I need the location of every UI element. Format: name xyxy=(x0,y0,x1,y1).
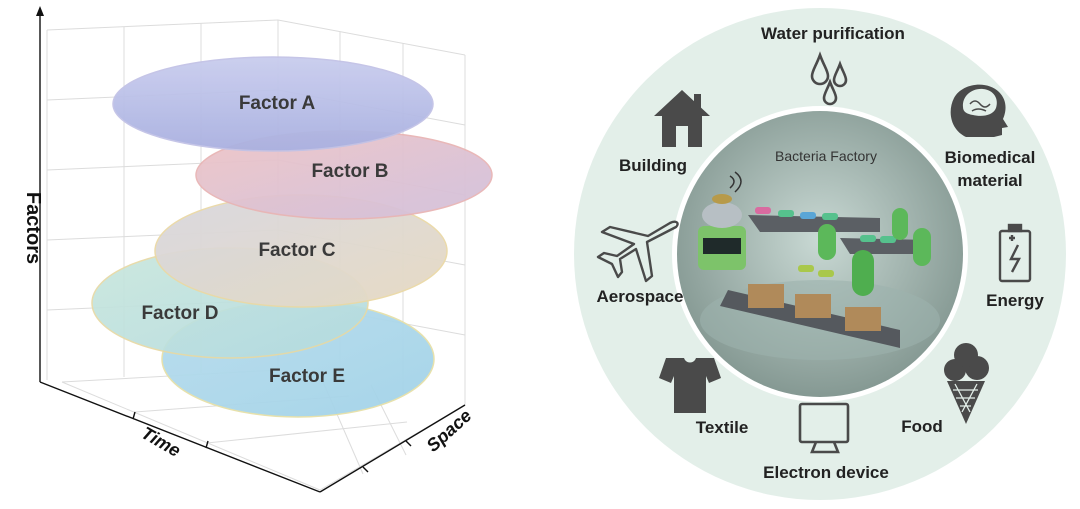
head-brain-icon xyxy=(950,84,1008,137)
ice-cream-icon xyxy=(944,343,989,424)
factor-c-label: Factor C xyxy=(258,240,335,261)
factor-disc-c: Factor C xyxy=(154,194,448,308)
factor-a-label: Factor A xyxy=(239,93,316,114)
y-axis-label: Factors xyxy=(22,192,44,264)
biomedical-label-line2: material xyxy=(957,171,1022,190)
center-label: Bacteria Factory xyxy=(775,148,877,164)
water-drops-icon xyxy=(810,51,848,106)
factory-illustration xyxy=(698,171,940,360)
biomedical-label-line1: Biomedical xyxy=(945,148,1036,167)
factor-d-label: Factor D xyxy=(141,303,218,324)
factor-disc-a: Factor A xyxy=(112,56,434,152)
application-diagram: Bacteria Factory Water purification Buil… xyxy=(574,8,1066,500)
factor-e-label: Factor E xyxy=(269,366,345,387)
water-purification-label: Water purification xyxy=(761,24,905,43)
textile-label: Textile xyxy=(696,418,749,437)
energy-label: Energy xyxy=(986,291,1044,310)
monitor-icon xyxy=(798,402,850,454)
z-axis-label: Space xyxy=(423,405,476,455)
house-icon xyxy=(654,90,710,147)
battery-icon xyxy=(998,223,1032,283)
factor-disc-b: Factor B xyxy=(195,130,493,220)
tshirt-icon xyxy=(659,358,721,413)
airplane-icon xyxy=(596,220,679,283)
food-label: Food xyxy=(901,417,943,436)
factor-b-label: Factor B xyxy=(311,161,388,182)
aerospace-label: Aerospace xyxy=(597,287,684,306)
electron-device-label: Electron device xyxy=(763,463,889,482)
x-axis-label: Time xyxy=(138,423,184,461)
building-label: Building xyxy=(619,156,687,175)
factor-plot: Factor E Factor D Factor C Factor B Fact… xyxy=(22,6,493,493)
axes xyxy=(36,6,466,493)
